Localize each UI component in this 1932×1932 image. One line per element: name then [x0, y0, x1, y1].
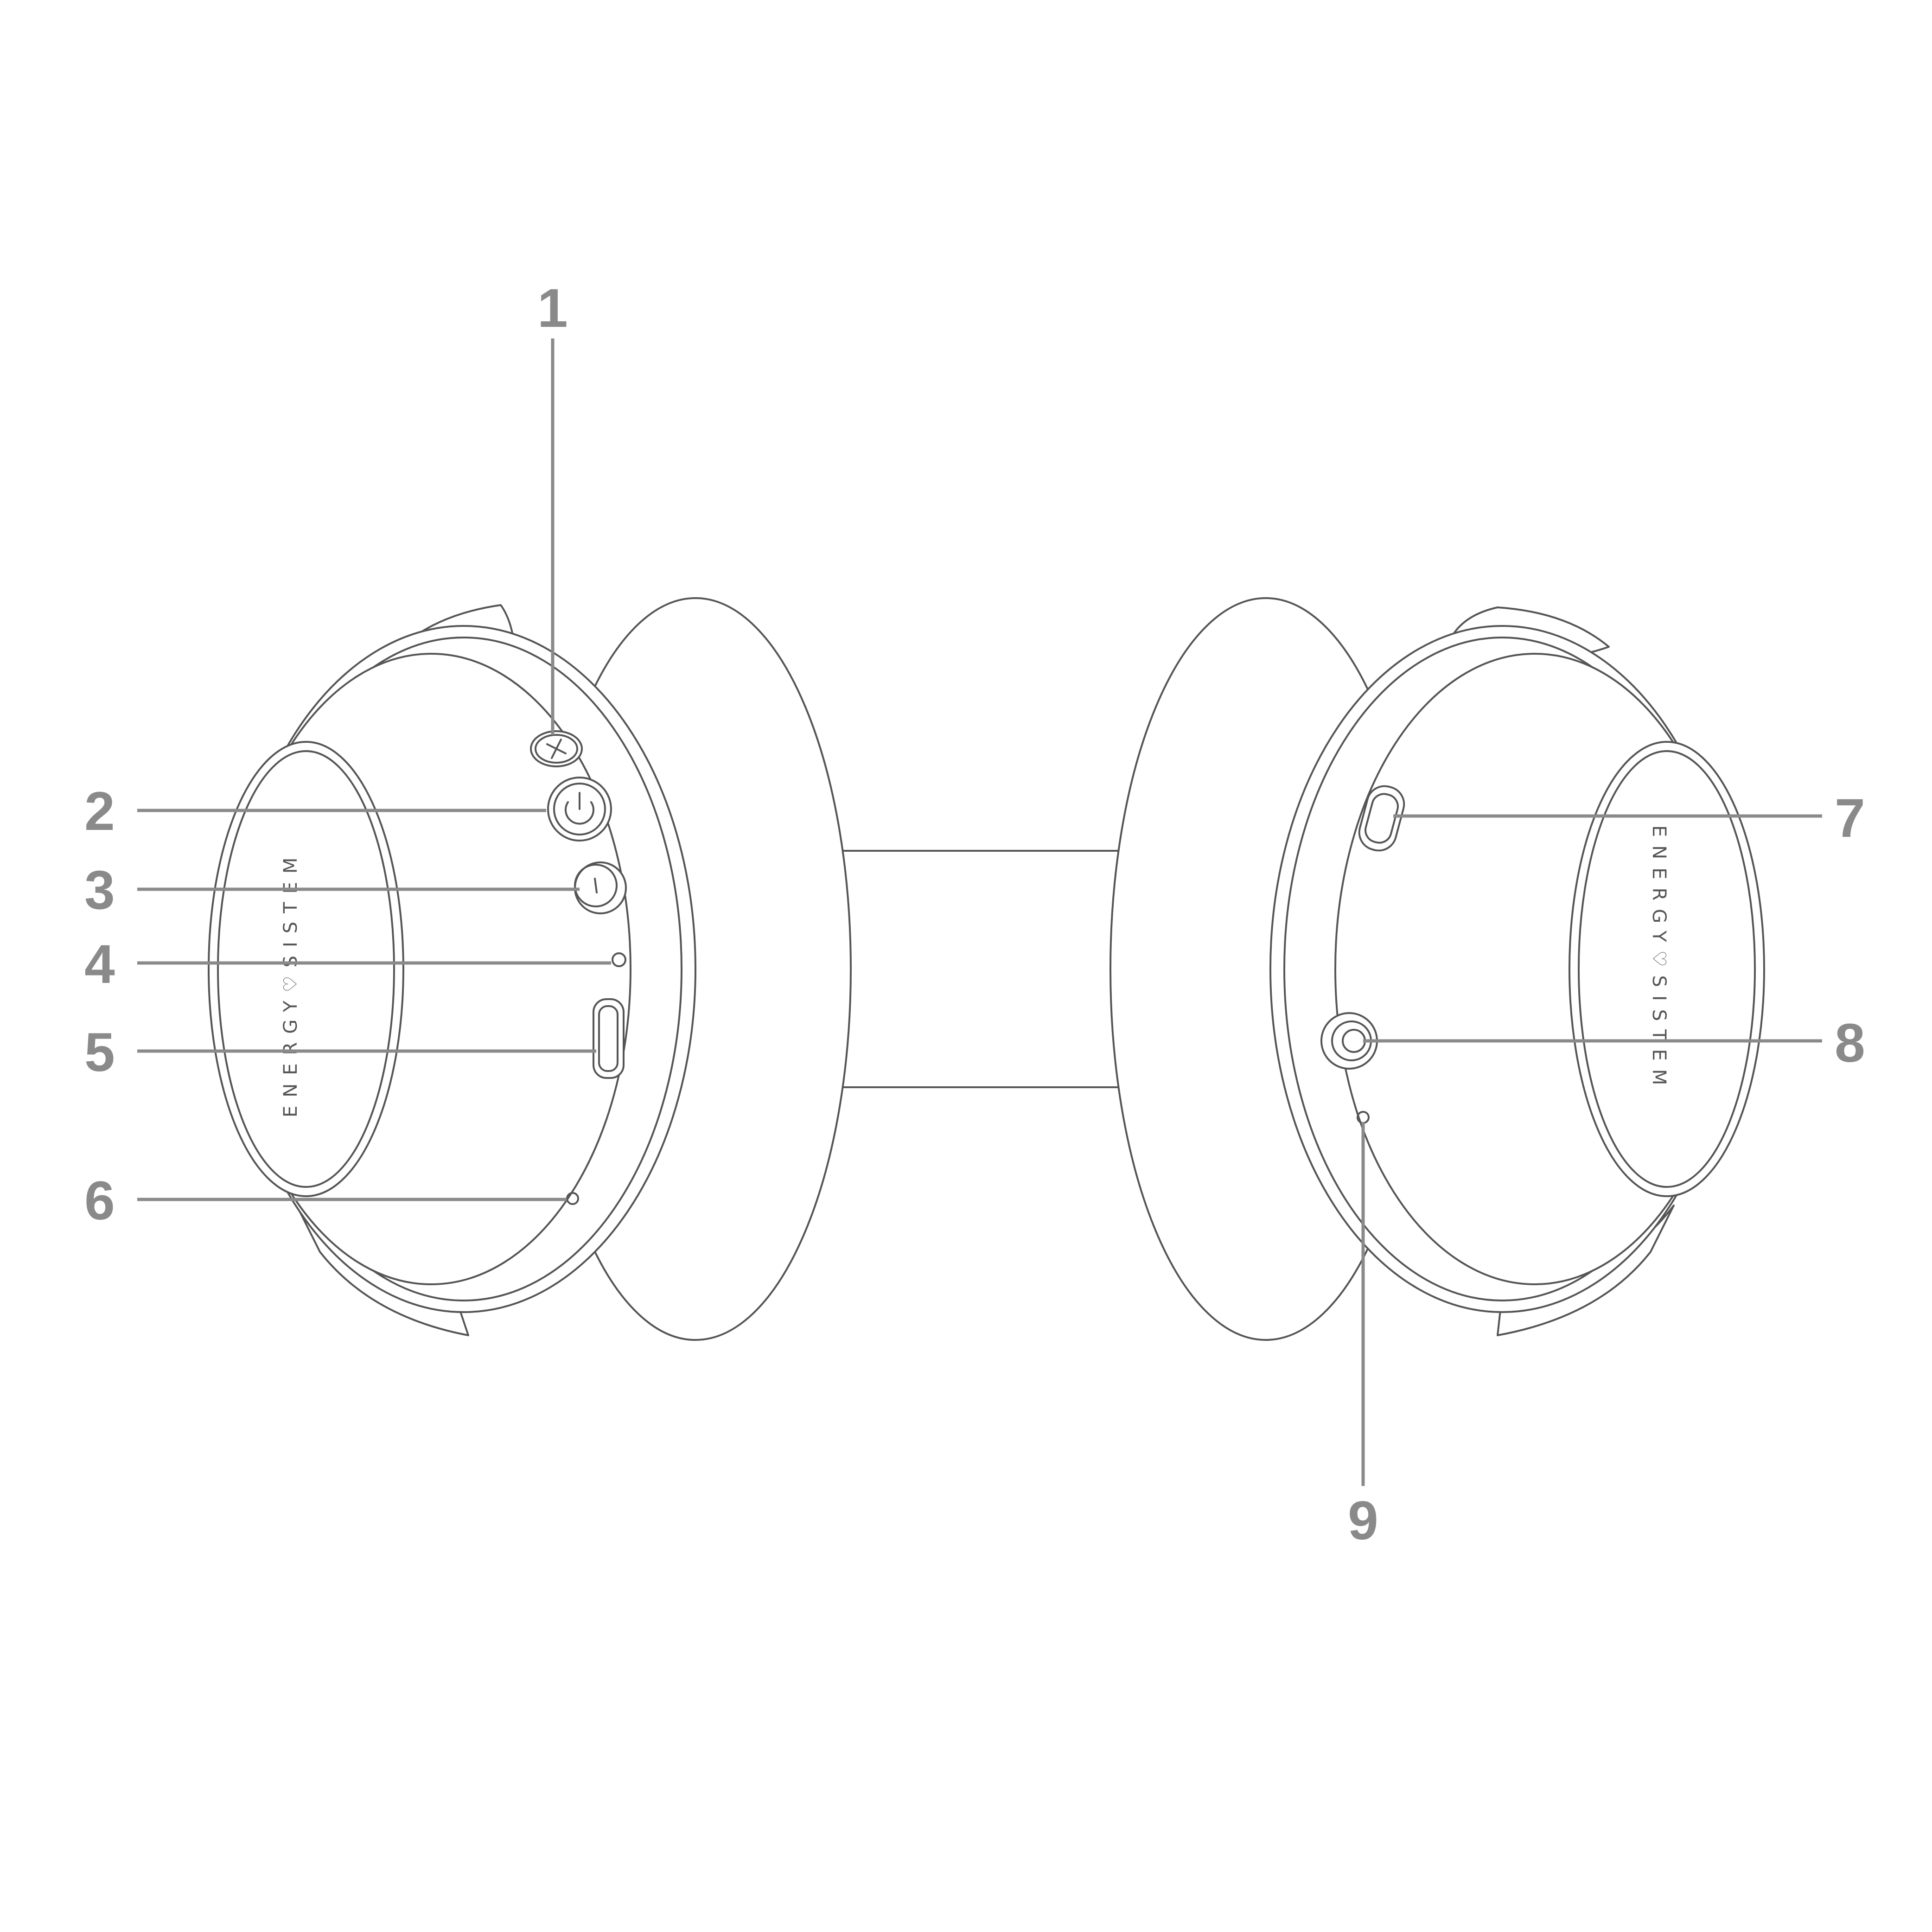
right-ear-cup: ENERGY♡SISTEM: [1109, 597, 1765, 1341]
volume-up-button[interactable]: [530, 730, 583, 767]
microphone: [566, 1192, 579, 1205]
power-icon: [565, 792, 594, 825]
callout-8: 8: [1835, 1013, 1865, 1074]
callout-4: 4: [84, 934, 115, 995]
left-outer-plate: [208, 741, 404, 1197]
callout-5: 5: [84, 1022, 115, 1083]
led-indicator: [612, 952, 626, 967]
callout-numbers: 1 2 3 4 5 6 7 8 9: [84, 278, 1865, 1551]
left-ear-cup: ENERGY♡SISTEM: [208, 597, 852, 1341]
usb-c-port[interactable]: [593, 998, 625, 1079]
left-brand-logo: ENERGY♡SISTEM: [280, 849, 301, 1117]
mode-button[interactable]: [1355, 782, 1408, 854]
callout-1: 1: [537, 278, 568, 339]
minus-icon: [594, 878, 598, 893]
plus-icon: [546, 739, 567, 759]
callout-9: 9: [1348, 1490, 1378, 1551]
right-brand-logo: ENERGY♡SISTEM: [1648, 825, 1670, 1093]
callout-3: 3: [84, 860, 115, 921]
volume-down-button[interactable]: [574, 861, 627, 914]
callout-6: 6: [84, 1170, 115, 1231]
headband: [829, 850, 1132, 1088]
callout-leaders: [137, 338, 1822, 1486]
callout-7: 7: [1835, 788, 1865, 849]
power-button[interactable]: [547, 777, 612, 842]
right-outer-plate: [1569, 741, 1765, 1197]
callout-2: 2: [84, 781, 115, 842]
